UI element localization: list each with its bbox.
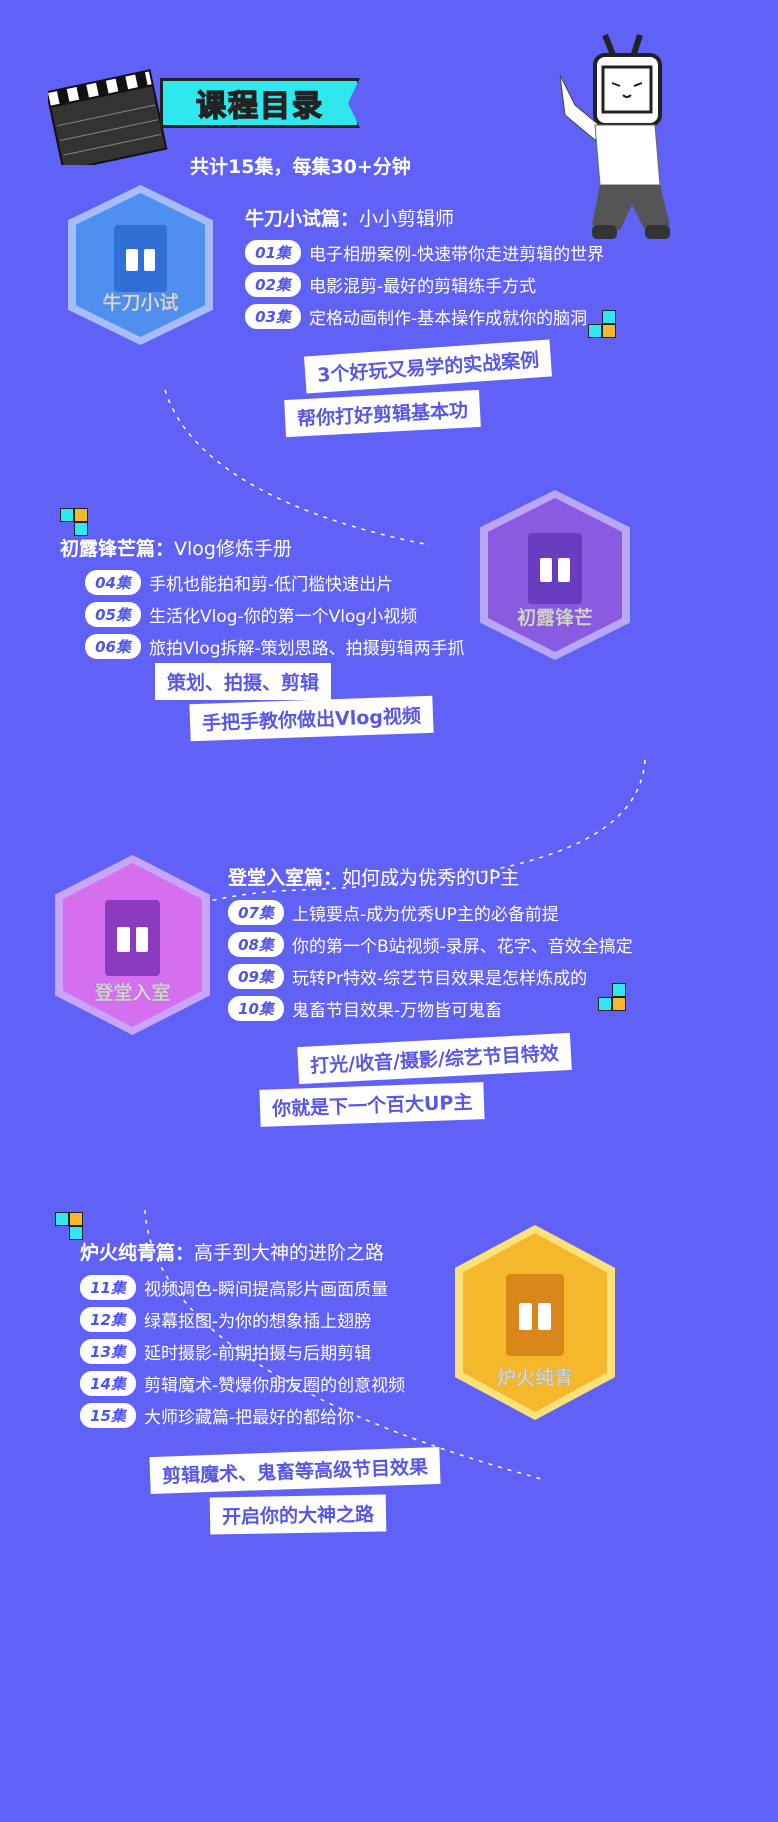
callout: 策划、拍摄、剪辑: [155, 663, 332, 700]
episode-item[interactable]: 15集大师珍藏篇-把最好的都给你: [80, 1399, 405, 1431]
episode-item[interactable]: 14集剪辑魔术-赞爆你朋友圈的创意视频: [80, 1367, 405, 1399]
section-title: 初露锋芒篇：Vlog修炼手册: [60, 538, 292, 560]
catalog-title-banner: 课程目录: [160, 78, 360, 128]
episode-item[interactable]: 10集鬼畜节目效果-万物皆可鬼畜: [228, 992, 633, 1024]
episode-item[interactable]: 08集你的第一个B站视频-录屏、花字、音效全搞定: [228, 928, 633, 960]
episode-list: 04集手机也能拍和剪-低门槛快速出片 05集生活化Vlog-你的第一个Vlog小…: [85, 566, 465, 662]
tetris-block-icon: [55, 1212, 83, 1240]
episode-item[interactable]: 11集视频调色-瞬间提高影片画面质量: [80, 1271, 405, 1303]
tetris-block-icon: [598, 983, 626, 1011]
badge-beginner: 牛刀小试: [68, 185, 213, 345]
episode-item[interactable]: 09集玩转Pr特效-综艺节目效果是怎样炼成的: [228, 960, 633, 992]
episode-item[interactable]: 03集定格动画制作-基本操作成就你的脑洞: [245, 300, 604, 332]
badge-advanced: 登堂入室: [55, 855, 210, 1035]
callout: 你就是下一个百大UP主: [259, 1082, 485, 1127]
mascot-tv-character: [559, 33, 670, 239]
callout: 开启你的大神之路: [209, 1494, 387, 1535]
clapperboard-icon: [48, 69, 168, 165]
badge-intermediate: 初露锋芒: [480, 490, 630, 660]
section-title: 牛刀小试篇：小小剪辑师: [245, 208, 455, 230]
section-title: 登堂入室篇：如何成为优秀的UP主: [228, 867, 520, 889]
episode-item[interactable]: 06集旅拍Vlog拆解-策划思路、拍摄剪辑两手抓: [85, 630, 465, 662]
episode-item[interactable]: 12集绿幕抠图-为你的想象插上翅膀: [80, 1303, 405, 1335]
episode-item[interactable]: 02集电影混剪-最好的剪辑练手方式: [245, 268, 604, 300]
course-summary: 共计15集，每集30+分钟: [190, 156, 411, 178]
badge-master: 炉火纯青: [455, 1225, 615, 1420]
tetris-block-icon: [60, 508, 88, 536]
episode-list: 01集电子相册案例-快速带你走进剪辑的世界 02集电影混剪-最好的剪辑练手方式 …: [245, 236, 604, 332]
episode-list: 11集视频调色-瞬间提高影片画面质量 12集绿幕抠图-为你的想象插上翅膀 13集…: [80, 1271, 405, 1431]
section-title: 炉火纯青篇：高手到大神的进阶之路: [80, 1242, 385, 1264]
episode-item[interactable]: 01集电子相册案例-快速带你走进剪辑的世界: [245, 236, 604, 268]
episode-item[interactable]: 13集延时摄影-前期拍摄与后期剪辑: [80, 1335, 405, 1367]
tetris-block-icon: [588, 310, 616, 338]
episode-item[interactable]: 05集生活化Vlog-你的第一个Vlog小视频: [85, 598, 465, 630]
episode-item[interactable]: 04集手机也能拍和剪-低门槛快速出片: [85, 566, 465, 598]
episode-item[interactable]: 07集上镜要点-成为优秀UP主的必备前提: [228, 896, 633, 928]
episode-list: 07集上镜要点-成为优秀UP主的必备前提 08集你的第一个B站视频-录屏、花字、…: [228, 896, 633, 1024]
